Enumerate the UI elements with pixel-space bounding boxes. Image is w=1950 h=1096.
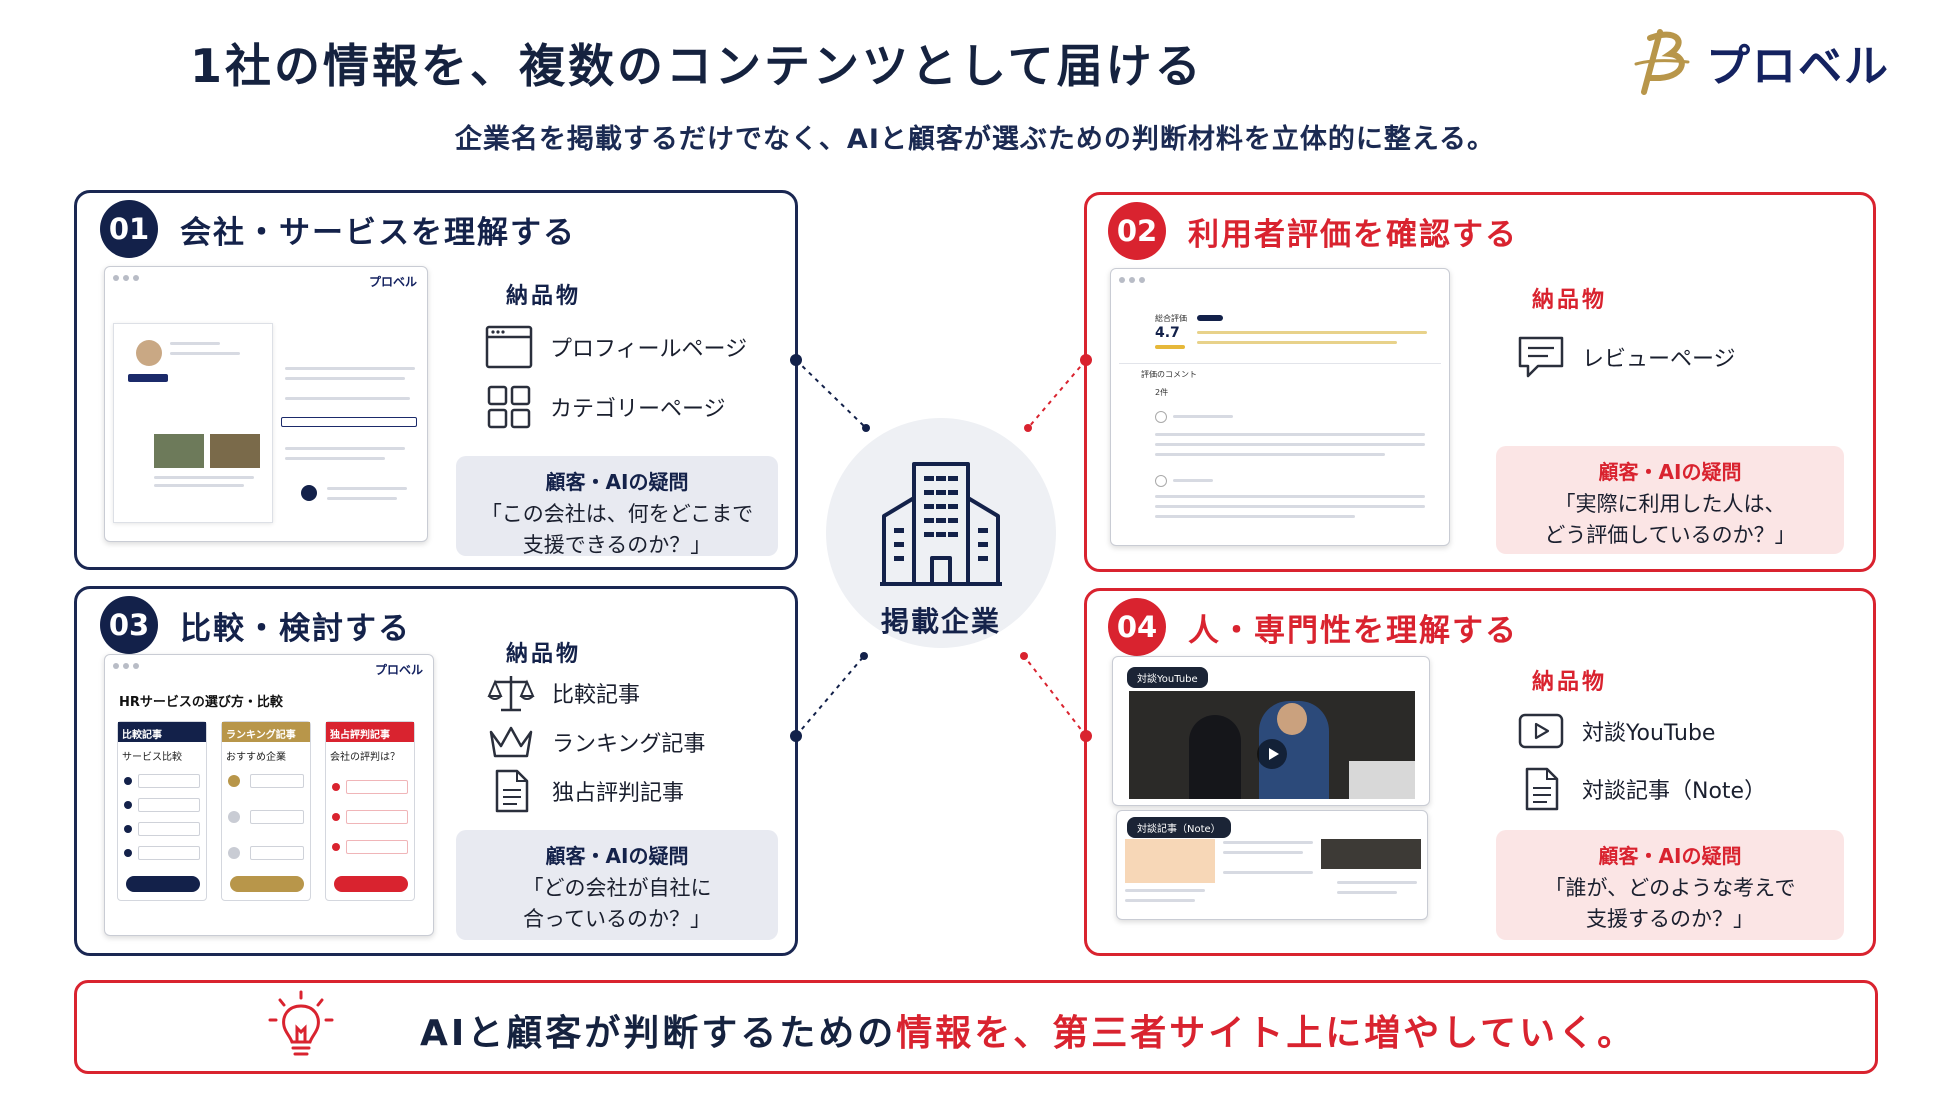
deliverable-note-article: 対談記事（Note）	[1516, 764, 1766, 814]
page-subtitle: 企業名を掲載するだけでなく、AIと顧客が選ぶための判断材料を立体的に整える。	[454, 124, 1496, 155]
banner-text-normal: AIと顧客が判断するための	[420, 1013, 897, 1054]
card-01-deliverables-label: 納品物	[506, 284, 582, 309]
card-04-deliverables-label: 納品物	[1532, 670, 1608, 695]
deliverable-label: プロフィールページ	[550, 337, 748, 362]
connector-dot	[1080, 730, 1092, 742]
connector-dot	[860, 652, 868, 660]
review-page-mock: 総合評価 4.7 評価のコメント 2件	[1110, 268, 1450, 546]
note-tag: 対談記事（Note）	[1127, 817, 1231, 838]
card-02-question-box: 顧客・AIの疑問 「実際に利用した人は、 どう評価しているのか？」	[1496, 446, 1844, 554]
lightbulb-icon	[262, 988, 340, 1070]
column-head: ランキング記事	[222, 722, 310, 742]
card-04-question-box: 顧客・AIの疑問 「誰が、どのような考えで 支援するのか？」	[1496, 830, 1844, 940]
grid-icon	[484, 382, 534, 432]
document-icon	[486, 766, 536, 816]
deliverable-label: 対談記事（Note）	[1582, 779, 1767, 804]
connector-dot	[790, 354, 802, 366]
deliverable-label: ランキング記事	[552, 732, 706, 757]
column-sub: サービス比較	[122, 752, 182, 763]
column-head: 比較記事	[118, 722, 206, 742]
mini-logo: プロベル	[368, 275, 417, 289]
card-02-deliverables-label: 納品物	[1532, 288, 1608, 313]
connector-dot	[862, 424, 870, 432]
deliverable-ranking-article: ランキング記事	[486, 717, 705, 767]
center-label: 掲載企業	[880, 605, 1001, 638]
question-label: 顧客・AIの疑問	[545, 844, 689, 868]
card-01-number: 01	[100, 200, 158, 258]
comparison-column: ランキング記事 おすすめ企業	[221, 721, 311, 901]
card-02-title: 利用者評価を確認する	[1188, 217, 1518, 253]
card-02-number: 02	[1108, 202, 1166, 260]
question-label: 顧客・AIの疑問	[1598, 460, 1742, 484]
brand-logo: プロベル	[1630, 22, 1900, 102]
play-button-icon	[1257, 739, 1287, 769]
question-line-1: 「どの会社が自社に	[522, 876, 712, 900]
question-line-1: 「実際に利用した人は、	[1554, 492, 1786, 516]
card-03-deliverables-label: 納品物	[506, 642, 582, 667]
play-icon	[1516, 706, 1566, 756]
card-04-title: 人・専門性を理解する	[1188, 613, 1518, 649]
comparison-column: 独占評判記事 会社の評判は？	[325, 721, 415, 901]
question-line-2: 支援するのか？」	[1586, 907, 1754, 931]
deliverable-label: レビューページ	[1582, 347, 1736, 372]
deliverable-category-page: カテゴリーページ	[484, 382, 726, 432]
card-03-number: 03	[100, 596, 158, 654]
column-sub: おすすめ企業	[226, 752, 286, 763]
card-01-question-box: 顧客・AIの疑問 「この会社は、何をどこまで 支援できるのか？」	[456, 456, 778, 557]
bottom-banner	[74, 980, 1878, 1074]
question-line-2: 支援できるのか？」	[522, 533, 712, 557]
interview-note-mock: 対談記事（Note）	[1116, 810, 1428, 920]
card-01-title: 会社・サービスを理解する	[180, 215, 576, 251]
chat-icon	[1516, 332, 1566, 382]
video-tag: 対談YouTube	[1127, 667, 1208, 688]
brand-mark-icon	[1634, 29, 1690, 95]
deliverable-youtube: 対談YouTube	[1516, 706, 1715, 756]
connector-dot	[1080, 354, 1092, 366]
comparison-mock: プロベル HRサービスの選び方・比較 比較記事 サービス比較 ランキング記事 お…	[104, 654, 434, 936]
page-title: 1社の情報を、複数のコンテンツとして届ける	[190, 39, 1204, 93]
banner-text: AIと顧客が判断するための情報を、第三者サイト上に増やしていく。	[420, 1004, 1636, 1056]
interview-video-mock: 対談YouTube	[1112, 656, 1430, 806]
question-line-1: 「この会社は、何をどこまで	[480, 502, 754, 526]
brand-name: プロベル	[1706, 41, 1890, 92]
question-line-2: どう評価しているのか？」	[1544, 523, 1796, 547]
deliverable-label: カテゴリーページ	[550, 397, 726, 422]
card-03-title: 比較・検討する	[180, 611, 411, 647]
comment-label: 評価のコメント	[1141, 370, 1197, 379]
card-04-number: 04	[1108, 598, 1166, 656]
deliverable-profile-page: プロフィールページ	[484, 322, 747, 372]
card-03-question-box: 顧客・AIの疑問 「どの会社が自社に 合っているのか？」	[456, 830, 778, 940]
profile-page-mock: プロベル	[104, 266, 428, 542]
comparison-column: 比較記事 サービス比較	[117, 721, 207, 901]
scale-icon	[486, 668, 536, 718]
comparison-heading: HRサービスの選び方・比較	[119, 695, 283, 710]
deliverable-label: 独占評判記事	[552, 781, 685, 806]
building-icon	[878, 458, 1004, 592]
column-sub: 会社の評判は？	[330, 752, 400, 763]
question-label: 顧客・AIの疑問	[1598, 844, 1742, 868]
review-count: 2件	[1155, 388, 1169, 397]
question-line-1: 「誰が、どのような考えで	[1544, 876, 1796, 900]
rating-label: 総合評価	[1155, 314, 1187, 323]
deliverable-review-page: レビューページ	[1516, 332, 1736, 382]
deliverable-label: 比較記事	[552, 683, 641, 708]
connector-dot	[790, 730, 802, 742]
deliverable-label: 対談YouTube	[1582, 721, 1716, 746]
question-label: 顧客・AIの疑問	[545, 470, 689, 494]
connector-dot	[1024, 424, 1032, 432]
document-icon	[1516, 764, 1566, 814]
banner-text-accent: 情報を、第三者サイト上に増やしていく。	[896, 1013, 1637, 1054]
question-line-2: 合っているのか？」	[523, 907, 711, 931]
browser-icon	[484, 322, 534, 372]
column-head: 独占評判記事	[326, 722, 414, 742]
crown-icon	[486, 717, 536, 767]
deliverable-exclusive-review-article: 独占評判記事	[486, 766, 684, 816]
connector-dot	[1020, 652, 1028, 660]
rating-value: 4.7	[1155, 325, 1180, 341]
deliverable-comparison-article: 比較記事	[486, 668, 640, 718]
mini-logo: プロベル	[374, 663, 423, 677]
